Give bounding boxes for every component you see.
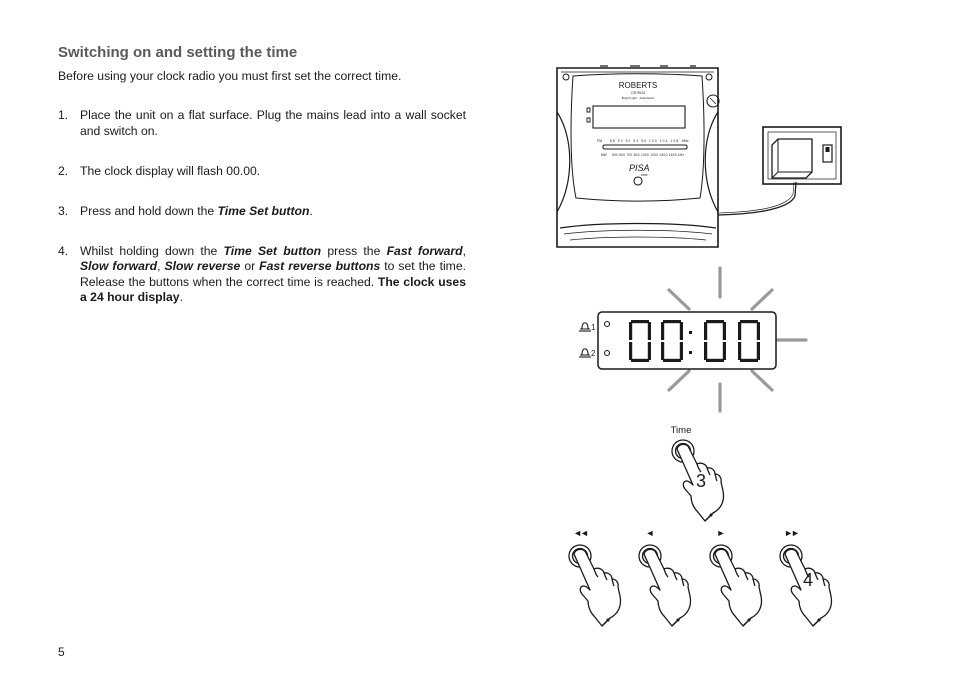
callout-3: 3: [696, 471, 706, 491]
intro-text: Before using your clock radio you must f…: [58, 69, 402, 83]
step-text: The clock display will flash 00.00.: [80, 163, 261, 178]
step-text: Fast reverse buttons: [259, 259, 381, 273]
step-text: Time Set button: [223, 243, 322, 258]
fast-reverse-glyph: ◄◄: [573, 528, 588, 538]
step-4: 4. Whilst holding down the Time Set butto…: [58, 244, 466, 306]
time-colon: [689, 331, 692, 334]
step-text: Fast forward: [386, 243, 463, 258]
mhz-label: MHz: [682, 139, 689, 143]
step-number: 1.: [58, 108, 69, 122]
alarm1-label: 1: [591, 323, 596, 332]
alarm-bell-1-icon: [579, 322, 591, 332]
slow-forward-glyph: ►: [717, 528, 726, 538]
step-3: 3. Press and hold down the Time Set butto…: [58, 204, 466, 220]
step-text: to set the time. Release the buttons whe…: [80, 259, 466, 289]
time-colon: [689, 351, 692, 354]
pisa-text: PISA: [629, 163, 650, 173]
steps-list: 1. Place the unit on a flat surface. Plug…: [58, 108, 466, 330]
step-2: 2. The clock display will flash 00.00.: [58, 164, 466, 180]
slow-reverse-glyph: ◄: [646, 528, 655, 538]
alarm-bell-2-icon: [579, 348, 591, 358]
time-digit: [629, 320, 651, 362]
step-text: Time Set button: [217, 203, 310, 218]
step-1: 1. Place the unit on a flat surface. Plug…: [58, 108, 466, 139]
mw-label: MW: [601, 153, 607, 157]
step-text: .: [309, 203, 313, 218]
clock-display: [597, 311, 777, 370]
step-text: Whilst holding down the: [80, 243, 224, 258]
fm-scale: 88 90 92 94 96 100 104 108: [610, 139, 678, 143]
step-text: press the: [321, 243, 387, 258]
step-text: Place the unit on a flat surface. Plug t…: [80, 108, 466, 138]
time-digit: [704, 320, 726, 362]
wall-socket: [717, 126, 842, 216]
time-digit: [661, 320, 683, 362]
alarm2-label: 2: [591, 349, 596, 358]
step-text: ,: [462, 243, 466, 258]
pisa-sub: time: [641, 173, 648, 177]
step-number: 4.: [58, 243, 69, 258]
fm-label: FM: [597, 139, 602, 143]
step-text: The clock uses a 24 hour display: [80, 274, 466, 305]
slow-reverse-button[interactable]: [638, 544, 692, 627]
step-text: Press and hold down the: [80, 203, 218, 218]
brand-text: ROBERTS: [619, 81, 658, 90]
step-text: .: [179, 290, 183, 304]
fast-forward-glyph: ►►: [784, 528, 799, 538]
time-digits: [629, 320, 760, 362]
time-digit: [738, 320, 760, 362]
step-text: Slow forward: [80, 259, 158, 273]
time-button-label: Time: [671, 425, 692, 436]
step-text: ,: [157, 259, 165, 273]
section-heading: Switching on and setting the time: [58, 44, 298, 61]
tagline-text: Bright Light · Dual Alarm: [622, 96, 655, 100]
fast-reverse-button[interactable]: [568, 544, 622, 627]
mw-scale: 530 600 700 800 1000 1200 1400 1600 kHz: [612, 153, 684, 157]
step-number: 3.: [58, 203, 69, 218]
step-text: or: [240, 259, 260, 273]
step-text: Slow reverse: [164, 259, 241, 273]
clock-radio: [556, 65, 720, 248]
page-number: 5: [58, 645, 65, 659]
step-number: 2.: [58, 163, 69, 178]
callout-4: 4: [803, 570, 813, 590]
slow-forward-button[interactable]: [709, 544, 763, 627]
model-text: CR 9923: [631, 91, 645, 95]
